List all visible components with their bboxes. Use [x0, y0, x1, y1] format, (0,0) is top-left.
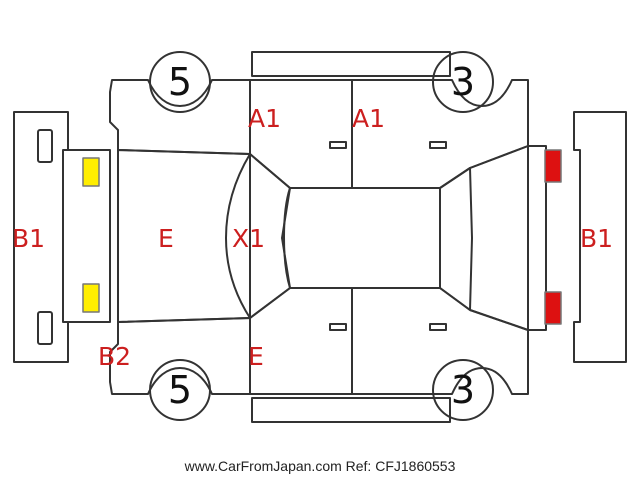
- rear-left-light: [544, 149, 562, 183]
- right-rear-door-handle: [429, 323, 447, 331]
- right-front-door-handle: [329, 323, 347, 331]
- label-a1-rear-door: A1: [352, 104, 386, 133]
- label-e-lower-front: E: [248, 342, 264, 371]
- wheel-number-rear-left: 3: [450, 60, 476, 104]
- right-side-doors: [249, 287, 529, 395]
- wheel-rear-right: [432, 359, 494, 421]
- rear-hatch: [439, 167, 473, 311]
- label-b1-front-bumper: B1: [12, 224, 46, 253]
- front-bumper-slot-top: [37, 129, 53, 163]
- wheel-number-rear-right: 3: [450, 368, 476, 412]
- label-x1-windshield: X1: [232, 224, 266, 253]
- wheel-front-left: [149, 51, 211, 113]
- label-b1-rear-bumper: B1: [580, 224, 614, 253]
- wheel-front-right: [149, 359, 211, 421]
- left-side-doors: [249, 79, 529, 189]
- right-side-front-fender: [109, 317, 251, 395]
- front-bumper: [13, 111, 69, 363]
- hood: [117, 149, 251, 323]
- rear-tailgate: [469, 145, 529, 331]
- label-b2-corner: B2: [98, 342, 132, 371]
- wheel-rear-left: [432, 51, 494, 113]
- front-nose: [68, 149, 111, 323]
- wheel-number-front-left: 5: [167, 60, 193, 104]
- left-running-board: [251, 51, 451, 77]
- left-front-door-handle: [329, 141, 347, 149]
- left-side-front-fender: [109, 79, 251, 155]
- right-running-board: [251, 397, 451, 423]
- rear-panel: [528, 145, 547, 331]
- front-left-light: [82, 157, 100, 187]
- front-bumper-slot-bottom: [37, 311, 53, 345]
- label-e-hood: E: [158, 224, 174, 253]
- wheel-number-front-right: 5: [167, 368, 193, 412]
- rear-bumper: [573, 111, 627, 363]
- label-a1-front-door: A1: [248, 104, 282, 133]
- left-rear-door-handle: [429, 141, 447, 149]
- roof: [283, 187, 441, 289]
- footer-reference: www.CarFromJapan.com Ref: CFJ1860553: [184, 458, 456, 474]
- rear-right-light: [544, 291, 562, 325]
- front-right-light: [82, 283, 100, 313]
